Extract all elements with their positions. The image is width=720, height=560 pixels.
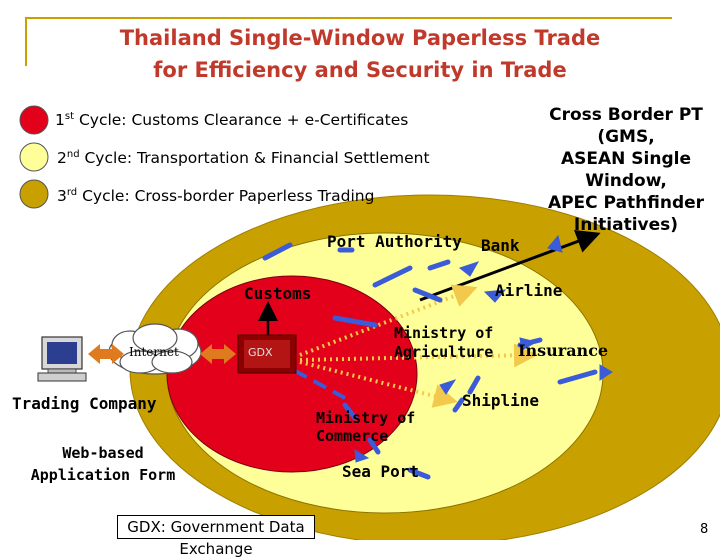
blue-dash-8 (367, 437, 381, 455)
computer-internet-arrow (88, 344, 124, 364)
blue-dash-7 (342, 402, 358, 421)
blue-dash-4 (427, 259, 451, 271)
blue-dash-6 (412, 287, 443, 303)
node-ministry-agriculture-line-1: Ministry of (394, 324, 494, 342)
legend-circle-second (19, 142, 49, 172)
blue-arrows (262, 234, 613, 480)
legend-label: Cycle: Customs Clearance + e-Certificate… (74, 111, 409, 130)
node-bank: Bank (481, 236, 520, 255)
cross-border-line-1: Cross Border PT (549, 105, 703, 125)
internet-cloud-icon (108, 323, 202, 375)
first-cycle-ellipse (166, 275, 418, 473)
cross-border-line-5: APEC Pathfinder (547, 193, 705, 213)
legend-markers (19, 105, 49, 209)
node-ministry-commerce-line-1: Ministry of (316, 409, 416, 427)
cross-border-line-4: Window, (585, 171, 667, 191)
node-customs: Customs (244, 284, 312, 303)
legend-item-first: 1st Cycle: Customs Clearance + e-Certifi… (55, 111, 408, 129)
cross-border-arrow (419, 230, 601, 302)
blue-arrowhead-airline (483, 289, 507, 303)
cross-border-label: Cross Border PT (GMS, ASEAN Single Windo… (538, 104, 714, 236)
node-internet: Internet (129, 345, 179, 359)
blue-dash-9 (467, 375, 481, 395)
blue-arrowhead-insurance (519, 337, 538, 351)
legend-num: 3 (57, 187, 67, 206)
internet-link-arrows (88, 344, 236, 364)
legend-item-third: 3rd Cycle: Cross-border Paperless Tradin… (57, 187, 374, 205)
legend-num: 1 (55, 111, 65, 130)
title-line-2: for Efficiency and Security in Trade (153, 58, 567, 82)
page-title: Thailand Single-Window Paperless Trade f… (40, 22, 680, 86)
node-trading-company: Trading Company (12, 394, 157, 413)
title-frame (25, 17, 672, 66)
node-ministry-commerce-line-2: Commerce (316, 427, 389, 445)
blue-arrowhead-port (458, 261, 480, 277)
cycle-diagram (37, 194, 720, 540)
dotted-link-shipline (299, 360, 458, 408)
legend-sup: rd (66, 187, 78, 198)
cross-border-line-2: (GMS, (597, 127, 655, 147)
blue-dash-1 (262, 242, 293, 261)
dotted-link-insurance (299, 343, 538, 368)
blue-arrowhead-outer (599, 364, 613, 381)
node-ministry-commerce: Ministry of Commerce (316, 409, 415, 445)
node-web-form: Web-based Application Form (18, 442, 188, 486)
blue-dash-5 (332, 315, 378, 328)
title-line-1: Thailand Single-Window Paperless Trade (119, 26, 601, 50)
blue-dash-13 (557, 369, 598, 385)
gdx-server-icon (237, 334, 297, 374)
cross-border-line-3: ASEAN Single (560, 149, 691, 169)
node-web-form-line-2: Application Form (30, 466, 176, 484)
internet-gdx-arrow (200, 344, 236, 364)
gdx-footnote: GDX: Government Data Exchange (117, 515, 315, 558)
node-port-authority: Port Authority (327, 232, 462, 251)
legend-item-second: 2nd Cycle: Transportation & Financial Se… (57, 149, 430, 167)
node-airline: Airline (495, 281, 563, 300)
legend-num: 2 (57, 149, 67, 168)
blue-arrowhead-seaport (354, 449, 370, 463)
blue-dash-3 (372, 265, 413, 288)
legend-circle-third (19, 179, 49, 209)
blue-dash-11 (407, 467, 431, 480)
node-shipline: Shipline (462, 391, 540, 410)
blue-arrowhead-shipline (439, 379, 457, 395)
page-number: 8 (700, 522, 709, 537)
node-sea-port: Sea Port (342, 462, 420, 481)
node-web-form-line-1: Web-based (62, 444, 144, 462)
blue-dash-10 (452, 397, 465, 413)
node-ministry-agriculture: Ministry of Agriculture (394, 324, 493, 362)
legend-sup: nd (66, 149, 80, 160)
legend-circle-first (19, 105, 49, 135)
cross-border-line-6: Initiatives) (573, 215, 679, 235)
legend-label: Cycle: Cross-border Paperless Trading (77, 187, 375, 206)
legend-label: Cycle: Transportation & Financial Settle… (79, 149, 430, 168)
node-insurance: Insurance (518, 341, 609, 360)
legend-sup: st (64, 111, 75, 122)
node-gdx: GDX (248, 346, 273, 359)
blue-arrowhead-bank (547, 234, 563, 253)
computer-icon (37, 336, 87, 382)
node-ministry-agriculture-line-2: Agriculture (394, 343, 494, 361)
